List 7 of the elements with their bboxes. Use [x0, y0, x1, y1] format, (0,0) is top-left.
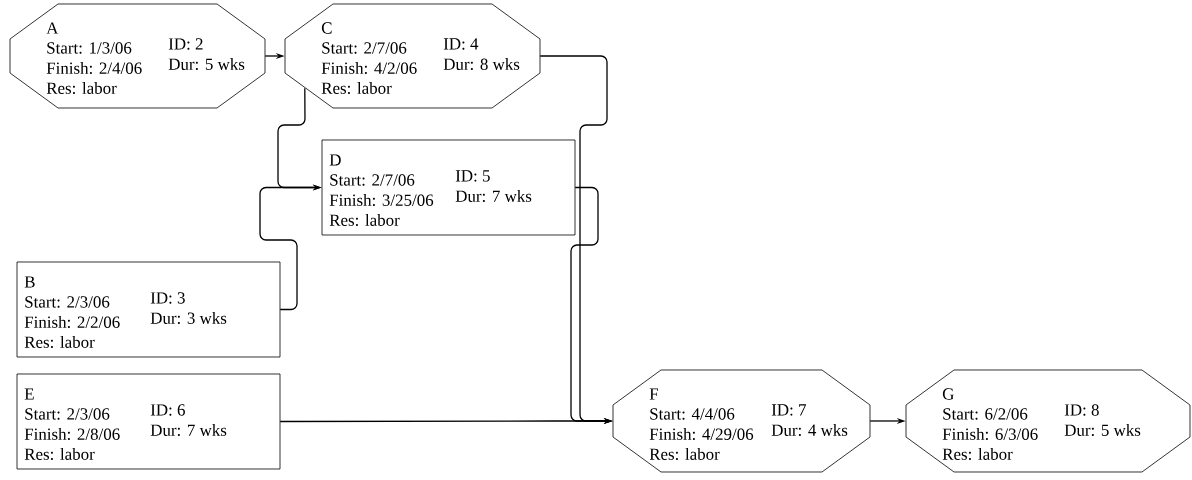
task-box: B Start: 2/3/06 Finish: 2/2/06 Res: labor ID: 3 Dur: 3 wks	[16, 261, 281, 358]
octagon-node: A Start: 1/3/06 Finish: 2/4/06 Res: labor ID: 2 Dur: 5 wks	[9, 3, 266, 109]
task-box: D Start: 2/7/06 Finish: 3/25/06 Res: labor ID: 5 Dur: 7 wks	[321, 139, 576, 236]
task-box: E Start: 2/3/06 Finish: 2/8/06 Res: labor ID: 6 Dur: 7 wks	[16, 373, 281, 470]
octagon-node: C Start: 2/7/06 Finish: 4/2/06 Res: labor ID: 4 Dur: 8 wks	[284, 3, 541, 109]
octagon-node: F Start: 4/4/06 Finish: 4/29/06 Res: labor ID: 7 Dur: 4 wks	[612, 369, 871, 473]
octagon-node: G Start: 6/2/06 Finish: 6/3/06 Res: labor ID: 8 Dur: 5 wks	[905, 369, 1191, 473]
